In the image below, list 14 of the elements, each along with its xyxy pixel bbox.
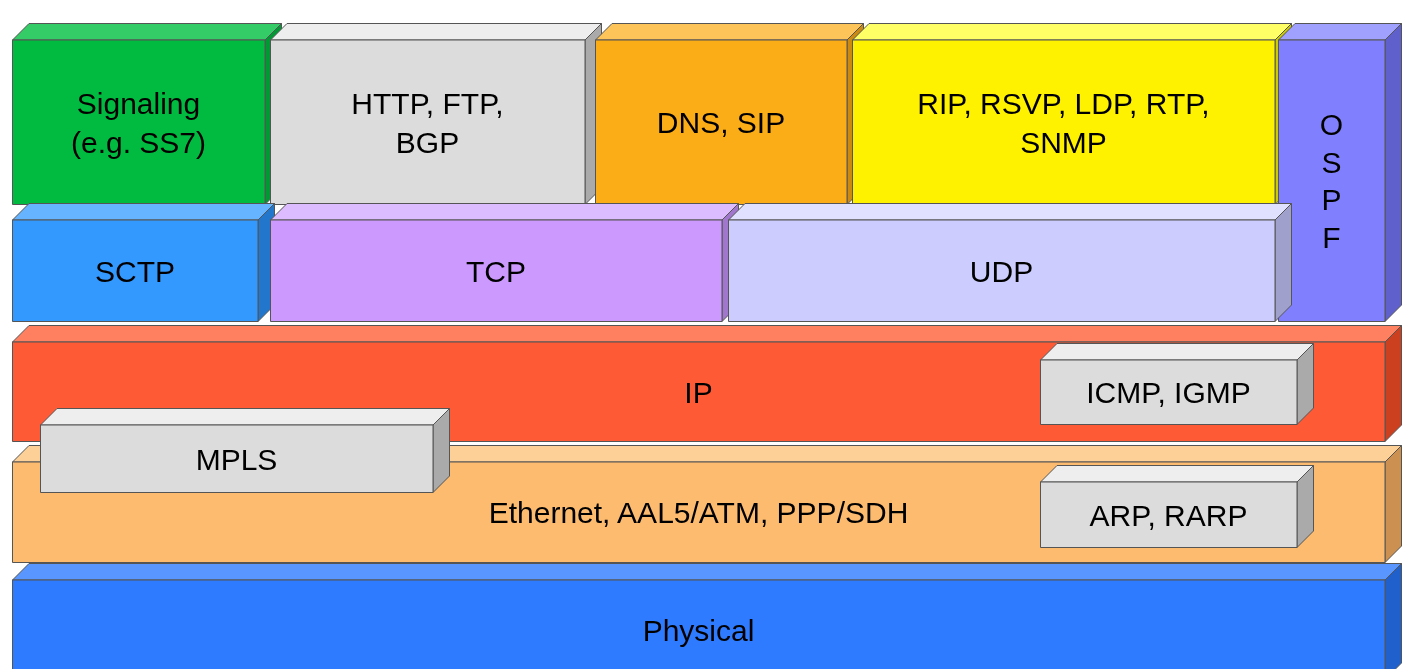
protocol-label: IP [684, 374, 713, 411]
protocol-label: DNS, SIP [656, 105, 786, 141]
protocol-label: RIP, RSVP, LDP, RTP, SNMP [916, 85, 1211, 161]
protocol-label: MPLS [195, 441, 278, 478]
protocol-label: Physical [642, 612, 755, 649]
protocol-label: ARP, RARP [1089, 497, 1248, 534]
protocol-label: HTTP, FTP, BGP [350, 85, 505, 161]
protocol-label: OSPF [1319, 107, 1344, 256]
protocol-label: ICMP, IGMP [1086, 375, 1251, 411]
protocol-label: TCP [466, 253, 526, 290]
protocol-label: Ethernet, AAL5/ATM, PPP/SDH [488, 495, 909, 531]
protocol-label: SCTP [95, 253, 175, 290]
protocol-label: Signaling (e.g. SS7) [69, 85, 208, 161]
protocol-label: UDP [969, 253, 1034, 290]
